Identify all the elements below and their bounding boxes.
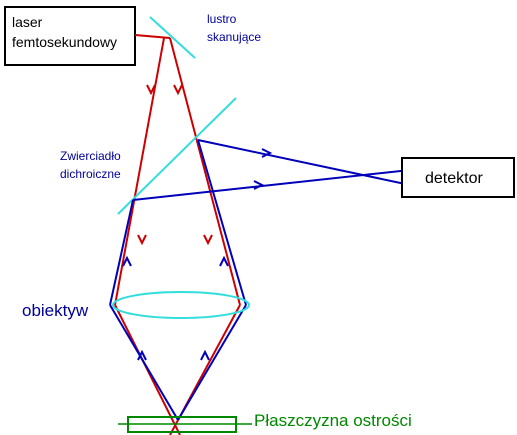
scanning-mirror bbox=[149, 16, 196, 59]
excitation-arrow-down-icon bbox=[146, 84, 156, 96]
emission-arrow-up-icon bbox=[122, 255, 132, 267]
emission-arrow-up-icon bbox=[137, 349, 147, 361]
focal-plane-label: Płaszczyzna ostrości bbox=[254, 411, 412, 430]
detector-label: detektor bbox=[425, 170, 483, 187]
excitation-ray-right-upper bbox=[169, 37, 241, 306]
emission-ray-right-upper bbox=[197, 139, 247, 306]
excitation-ray-left-upper bbox=[114, 37, 165, 306]
dichroic-label-line2: dichroiczne bbox=[60, 167, 121, 181]
excitation-beam bbox=[114, 34, 241, 435]
emission-ray-left-upper bbox=[109, 199, 134, 306]
dichroic-label-line1: Zwierciadło bbox=[60, 149, 121, 163]
laser-label-line1: laser bbox=[12, 14, 43, 30]
excitation-arrow-down-icon bbox=[137, 234, 147, 246]
objective-lens bbox=[112, 291, 250, 319]
laser-box bbox=[4, 6, 136, 66]
scan-mirror-label-line1: lustro bbox=[207, 12, 237, 26]
scan-mirror-label-line2: skanujące bbox=[207, 30, 261, 44]
emission-ray-to-detector-upper bbox=[197, 139, 411, 186]
emission-arrow-right-icon bbox=[253, 180, 265, 190]
emission-ray-right-lower bbox=[177, 304, 247, 421]
laser-label-line2: femtosekundowy bbox=[12, 34, 117, 50]
laser-to-mirror-ray bbox=[134, 34, 171, 39]
emission-arrow-up-icon bbox=[219, 255, 229, 267]
objective-label: obiektyw bbox=[22, 301, 89, 320]
emission-arrow-right-icon bbox=[261, 148, 273, 158]
emission-beam bbox=[109, 139, 411, 421]
emission-ray-to-detector-lower bbox=[132, 169, 411, 201]
emission-arrow-up-icon bbox=[200, 349, 210, 361]
dichroic-mirror bbox=[117, 97, 237, 215]
excitation-arrow-down-icon bbox=[203, 234, 213, 246]
emission-ray-left-lower bbox=[109, 304, 179, 421]
detector-box bbox=[401, 157, 515, 198]
excitation-arrow-down-icon bbox=[173, 84, 183, 96]
